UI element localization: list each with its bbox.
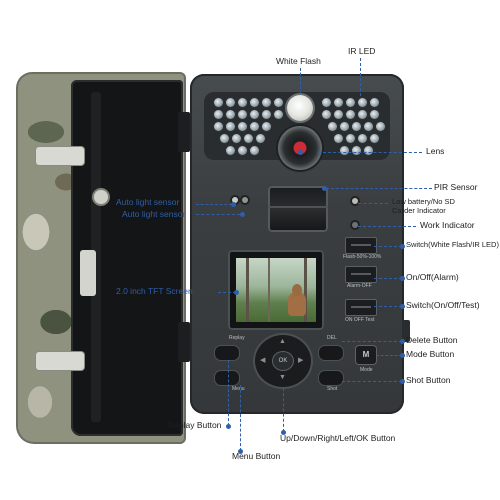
shot-leader	[342, 381, 402, 382]
delete-dot	[400, 339, 405, 344]
door-latch	[80, 250, 96, 296]
nav-left-arrow-icon[interactable]: ◀	[260, 357, 266, 364]
lens	[278, 126, 322, 170]
lens-leader	[318, 152, 422, 153]
switch-flash-dot	[400, 244, 405, 249]
on-off-test-caption: ON OFF Test	[345, 317, 375, 323]
pir-sensor-label: PIR Sensor	[434, 182, 478, 192]
nav-leader	[283, 388, 284, 432]
tft-dot	[234, 290, 239, 295]
tree-trunk-1	[246, 258, 249, 322]
low-battery-leader	[358, 203, 388, 204]
menu-dot	[238, 449, 243, 454]
alarm-switch[interactable]	[345, 266, 377, 283]
switch-flash-leader	[374, 246, 402, 247]
mode-caption: Mode	[360, 367, 373, 373]
replay-button-label: Replay Button	[168, 420, 222, 430]
nav-ok-button-label: Up/Down/Right/Left/OK Button	[280, 433, 396, 443]
work-indicator-label: Work Indicator	[420, 220, 475, 230]
replay-caption: Replay	[229, 335, 245, 341]
ir-led-leader	[360, 58, 361, 96]
mode-button[interactable]: M	[356, 346, 376, 364]
pir-sensor	[268, 186, 328, 232]
menu-caption: Menu	[232, 386, 245, 392]
shot-button[interactable]	[318, 370, 344, 386]
replay-leader	[228, 360, 229, 426]
flash-switch-caption: Flash-50%-100%	[343, 254, 382, 260]
lens-label: Lens	[426, 146, 445, 156]
delete-button[interactable]	[318, 345, 344, 361]
delete-caption: DEL	[327, 335, 337, 341]
menu-button[interactable]	[214, 370, 240, 386]
switch-flash-label: Switch(White Flash/IR LED)	[406, 240, 499, 249]
auto-light-dot-2	[240, 212, 245, 217]
tft-screen-image	[236, 258, 316, 322]
mode-button-label: Mode Button	[406, 349, 455, 359]
mode-dot	[400, 353, 405, 358]
alarm-switch-caption: Alarm-OFF	[347, 283, 372, 289]
replay-dot	[226, 424, 231, 429]
tft-screen-label: 2.0 inch TFT Screen	[116, 286, 193, 296]
nav-up-arrow-icon[interactable]: ▲	[279, 338, 286, 345]
low-battery-label: Low battery/No SD Carder Indicator	[392, 197, 455, 215]
test-dot	[400, 304, 405, 309]
on-off-alarm-label: On/Off(Alarm)	[406, 272, 459, 282]
ok-button[interactable]: OK	[273, 352, 293, 370]
delete-leader	[342, 341, 402, 342]
on-off-alarm-leader	[374, 278, 402, 279]
nav-dot	[281, 430, 286, 435]
tft-screen-leader	[218, 292, 236, 293]
auto-light-leader-1	[196, 204, 232, 205]
delete-button-label: Delete Button	[406, 335, 458, 345]
mode-leader	[376, 355, 402, 356]
menu-leader	[240, 385, 241, 451]
auto-light-sensor-label-1: Auto light sensor	[116, 197, 180, 207]
hinge-top	[178, 112, 190, 152]
tree-trunk-3	[304, 258, 307, 322]
alarm-dot	[400, 276, 405, 281]
flash-switch[interactable]	[345, 237, 377, 254]
door-inner-ridge	[91, 92, 101, 422]
body-side-tab	[402, 320, 410, 342]
auto-light-sensor-dot-1	[232, 197, 238, 203]
auto-light-leader-2	[196, 214, 240, 215]
shot-caption: Shot	[327, 386, 338, 392]
shot-button-label: Shot Button	[406, 375, 451, 385]
work-indicator-leader	[358, 226, 416, 227]
pir-leader	[326, 188, 432, 189]
auto-light-dot-1	[231, 202, 236, 207]
deer	[288, 292, 306, 316]
auto-light-sensor-dot-2	[242, 197, 248, 203]
camo-door	[16, 72, 186, 444]
on-off-test-switch[interactable]	[345, 299, 377, 316]
deer-head	[292, 284, 302, 296]
menu-button-label: Menu Button	[232, 451, 281, 461]
door-clip-top	[36, 147, 84, 165]
shot-dot	[400, 379, 405, 384]
replay-button[interactable]	[214, 345, 240, 361]
low-battery-indicator	[352, 198, 358, 204]
nav-right-arrow-icon[interactable]: ▶	[298, 357, 304, 364]
door-screw-hole	[94, 190, 108, 204]
nav-down-arrow-icon[interactable]: ▼	[279, 374, 286, 381]
ir-led-label: IR LED	[348, 46, 376, 56]
on-off-test-label: Switch(On/Off/Test)	[406, 300, 480, 310]
auto-light-sensor-label-2: Auto light sensor	[122, 209, 186, 219]
lens-dot	[298, 150, 303, 155]
white-flash-label: White Flash	[276, 56, 321, 66]
white-flash	[287, 95, 313, 121]
hinge-bottom	[178, 322, 190, 362]
work-indicator-led	[352, 222, 358, 228]
on-off-test-leader	[374, 306, 402, 307]
white-flash-leader	[300, 68, 301, 94]
door-clip-bottom	[36, 352, 84, 370]
pir-dot	[322, 186, 327, 191]
pir-sensor-divider	[268, 206, 328, 208]
tree-trunk-2	[268, 258, 270, 322]
